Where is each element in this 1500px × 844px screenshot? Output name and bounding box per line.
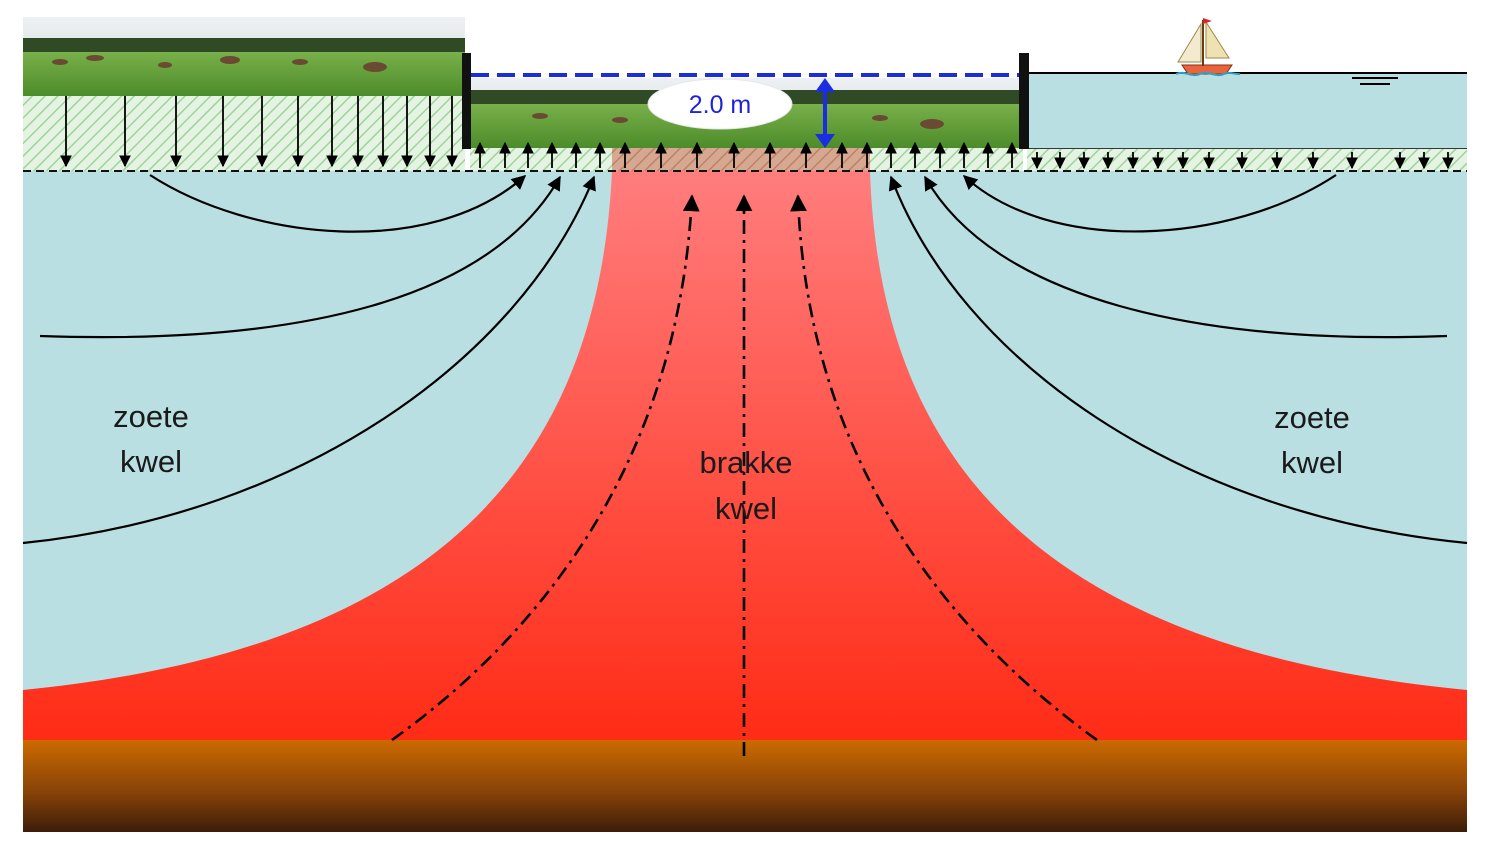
svg-text:zoete: zoete: [113, 399, 189, 434]
infiltration-arrows-right: [1031, 152, 1454, 170]
meadow-photo-left: [23, 17, 465, 96]
svg-text:zoete: zoete: [1274, 400, 1350, 435]
cover-layer-polder-center: [612, 148, 870, 171]
sailboat-icon: [1175, 18, 1241, 77]
fresh-flow-lines-left: [22, 174, 596, 545]
cover-layer-right: [1027, 149, 1467, 171]
infiltration-arrows-left: [60, 96, 458, 168]
svg-text:2.0 m: 2.0 m: [689, 91, 752, 119]
svg-text:kwel: kwel: [715, 491, 777, 526]
head-difference-label: 2.0 m: [647, 78, 793, 130]
fresh-flow-lines-right: [888, 174, 1468, 545]
svg-text:brakke: brakke: [699, 445, 792, 480]
brackish-flow-lines: [391, 194, 1098, 756]
dike-right: [1019, 53, 1029, 149]
surface-water-right: [1027, 73, 1467, 149]
cover-layer-left: [23, 96, 465, 171]
dike-left: [462, 53, 471, 149]
label-fresh-seepage-left: zoete kwel: [113, 399, 189, 479]
svg-text:kwel: kwel: [120, 444, 182, 479]
seepage-arrows-polder: [474, 141, 1018, 168]
label-brackish-seepage: brakke kwel: [699, 445, 792, 526]
label-fresh-seepage-right: zoete kwel: [1274, 400, 1350, 480]
double-arrow-icon: [815, 78, 835, 148]
water-level-symbol: [1352, 77, 1398, 85]
svg-text:kwel: kwel: [1281, 445, 1343, 480]
